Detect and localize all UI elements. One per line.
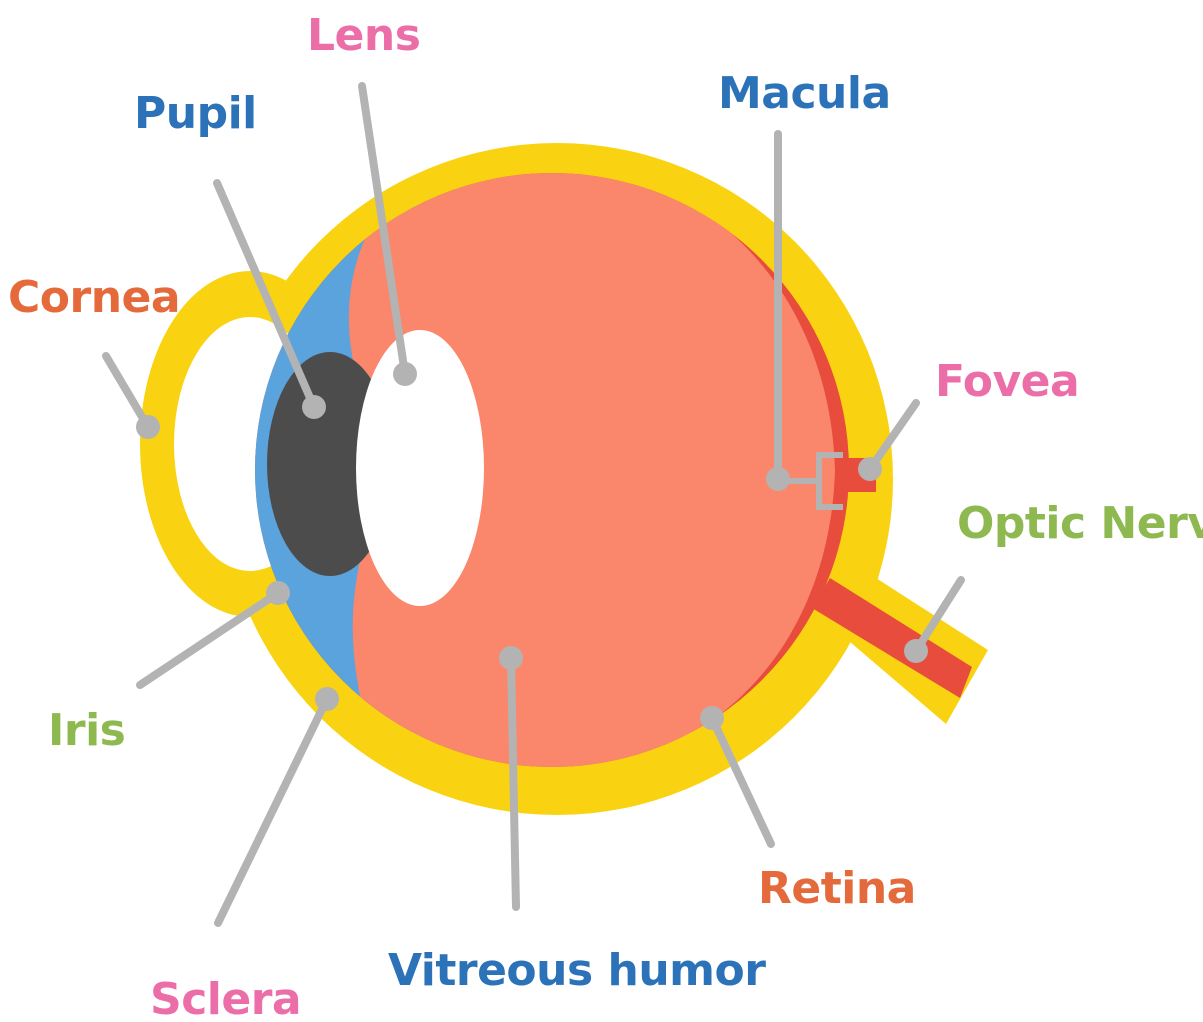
cornea-leader-dot bbox=[136, 415, 160, 439]
vitreous-humor-leader-dot bbox=[499, 646, 523, 670]
iris-leader-dot bbox=[266, 581, 290, 605]
iris-leader bbox=[140, 593, 278, 685]
pupil-leader-dot bbox=[302, 395, 326, 419]
label-iris: Iris bbox=[48, 705, 125, 756]
sclera-leader-dot bbox=[315, 687, 339, 711]
label-fovea: Fovea bbox=[935, 356, 1079, 407]
vitreous-humor-leader bbox=[511, 658, 516, 907]
label-pupil: Pupil bbox=[134, 88, 257, 139]
label-cornea: Cornea bbox=[8, 272, 180, 323]
retina-leader-dot bbox=[700, 706, 724, 730]
lens-shape bbox=[356, 330, 484, 606]
label-macula: Macula bbox=[718, 68, 891, 119]
label-vitreous-humor: Vitreous humor bbox=[388, 945, 766, 996]
sclera-leader bbox=[218, 699, 327, 923]
fovea-leader-dot bbox=[858, 457, 882, 481]
label-lens: Lens bbox=[307, 10, 420, 61]
label-sclera: Sclera bbox=[150, 974, 301, 1022]
label-retina: Retina bbox=[758, 863, 916, 914]
label-optic-nerve: Optic Nerve bbox=[957, 498, 1203, 549]
cornea-leader bbox=[106, 356, 148, 427]
lens-leader-dot bbox=[393, 362, 417, 386]
optic-nerve-leader-dot bbox=[904, 639, 928, 663]
